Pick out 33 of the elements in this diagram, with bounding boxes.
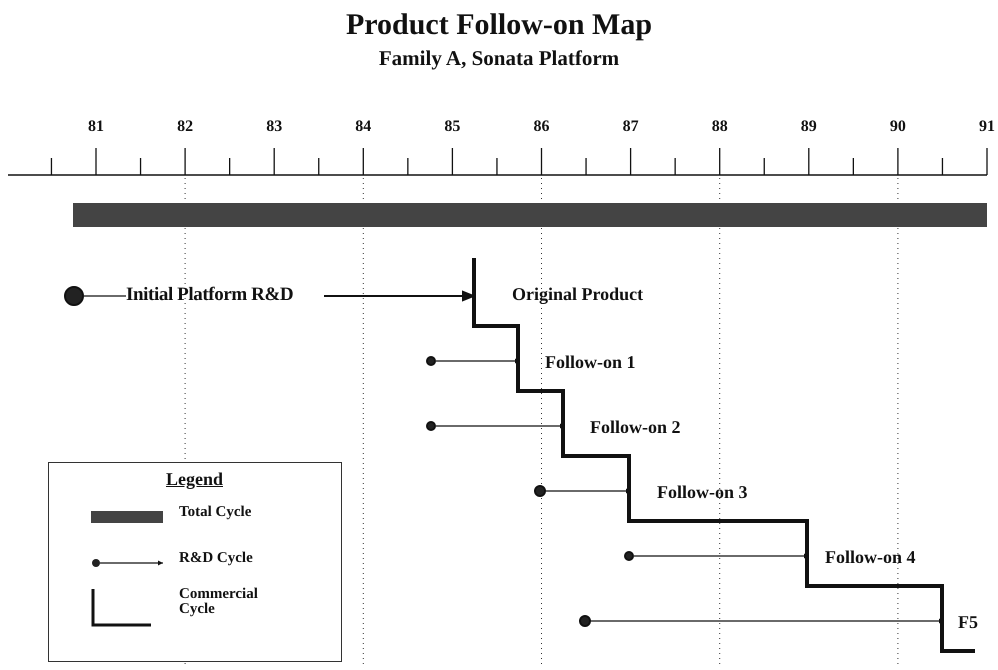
- arrow: [591, 618, 944, 624]
- connector-line: [84, 295, 126, 297]
- total-cycle-bar: [73, 203, 987, 227]
- subtitle: Family A, Sonata Platform: [378, 46, 620, 71]
- start-dot: [426, 421, 436, 431]
- start-dot: [64, 286, 84, 306]
- start-dot: [624, 551, 634, 561]
- year-label: 87: [622, 118, 640, 136]
- year-label: 91: [978, 118, 996, 136]
- legend-text: Commercial Cycle: [179, 587, 259, 617]
- node-label: Original Product: [476, 280, 706, 308]
- year-label: 85: [443, 118, 462, 136]
- node-label: Follow-on 1: [520, 348, 650, 376]
- node-label: Initial Platform R&D: [126, 278, 318, 312]
- title: Product Follow-on Map: [344, 8, 654, 42]
- year-label: 83: [265, 118, 284, 136]
- start-dot: [534, 485, 546, 497]
- node-label: Follow-on 3: [631, 478, 771, 506]
- year-label: 81: [87, 118, 105, 136]
- start-dot: [579, 615, 591, 627]
- year-label: 89: [800, 118, 818, 136]
- year-label: 82: [176, 118, 194, 136]
- node-label: Follow-on 2: [565, 413, 705, 441]
- year-label: 86: [532, 118, 550, 136]
- legend-title: Legend: [164, 469, 224, 490]
- legend-text: Total Cycle: [179, 505, 252, 520]
- year-label: 88: [710, 118, 729, 136]
- start-dot: [426, 356, 436, 366]
- legend-text: R&D Cycle: [179, 551, 254, 566]
- node-label: Follow-on 4: [809, 543, 949, 571]
- year-label: 84: [354, 118, 372, 136]
- year-label: 90: [888, 118, 907, 136]
- node-label: F5: [944, 608, 994, 636]
